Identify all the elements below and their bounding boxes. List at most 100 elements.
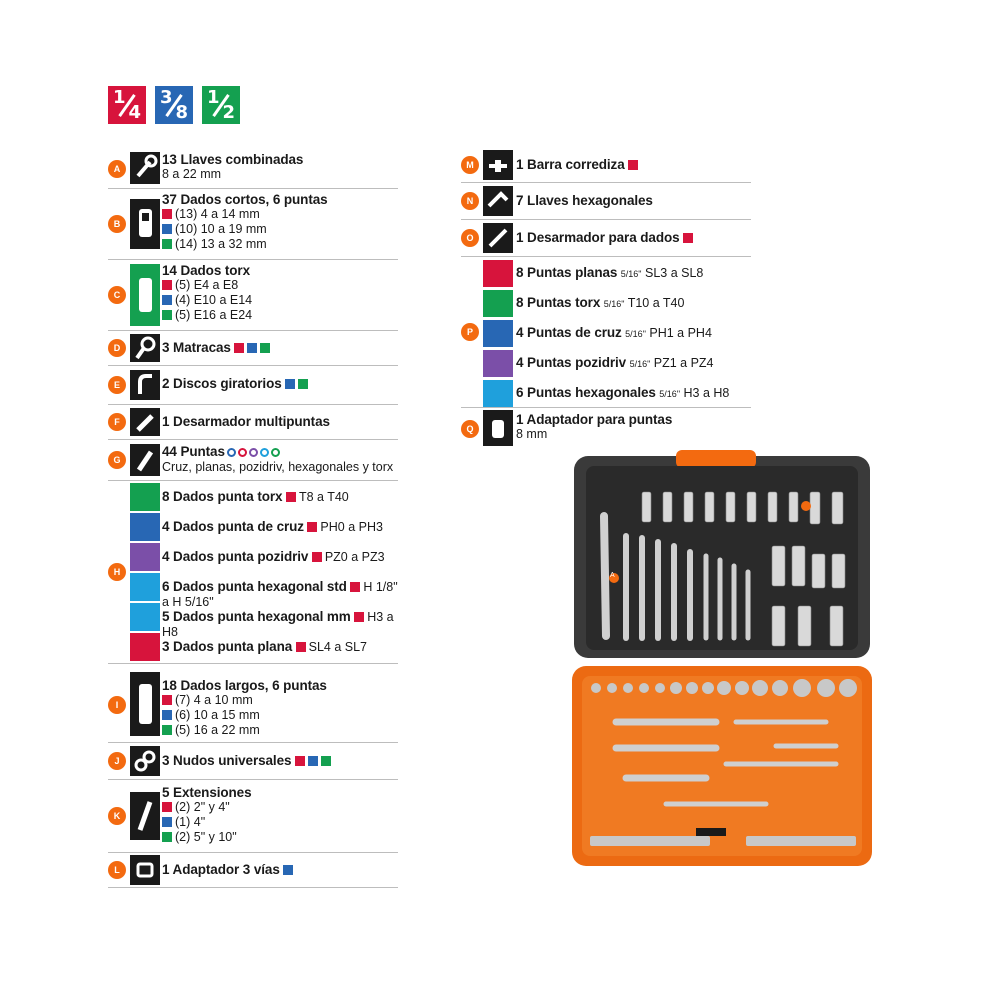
- item-spec: T10 a T40: [627, 296, 685, 310]
- item-letter-badge: P: [461, 323, 479, 341]
- item-letter-badge: J: [108, 752, 126, 770]
- item-spec: SL3 a SL8: [644, 266, 704, 280]
- phillips-bit-socket-icon: [130, 513, 160, 541]
- item-title: 44 Puntas: [162, 444, 225, 459]
- item-fraction: 5/16": [659, 389, 681, 399]
- item-j: J 3 Nudos universales: [108, 743, 398, 780]
- item-letter-badge: F: [108, 413, 126, 431]
- item-c: C 14 Dados torx (5) E4 a E8 (4) E10 a E1…: [108, 260, 398, 331]
- badge-denominator: 8: [175, 102, 188, 123]
- item-letter-badge: L: [108, 861, 126, 879]
- item-detail: (2) 5" y 10": [175, 830, 237, 844]
- item-spec: PZ0 a PZ3: [324, 550, 385, 564]
- item-title: 4 Dados punta pozidriv: [162, 549, 309, 564]
- deep-socket-icon: [130, 672, 160, 736]
- item-fraction: 5/16": [620, 269, 642, 279]
- item-i: I 18 Dados largos, 6 puntas (7) 4 a 10 m…: [108, 668, 398, 743]
- item-letter-badge: C: [108, 286, 126, 304]
- item-title: 3 Nudos universales: [162, 753, 292, 768]
- item-letter-badge: M: [461, 156, 479, 174]
- item-f: F 1 Desarmador multipuntas: [108, 405, 398, 440]
- item-title: 3 Dados punta plana: [162, 639, 293, 654]
- phillips-bit-icon: [483, 320, 513, 347]
- item-n: N 7 Llaves hexagonales: [461, 183, 751, 220]
- item-spec: H 1/8" a H 5/16": [162, 580, 398, 609]
- item-spec: PH1 a PH4: [649, 326, 712, 340]
- torx-socket-icon: [130, 264, 160, 326]
- item-title: 13 Llaves combinadas: [162, 152, 304, 167]
- item-letter-badge: O: [461, 229, 479, 247]
- item-spec: H3 a H8: [683, 386, 730, 400]
- item-spec: PH0 a PH3: [320, 520, 383, 534]
- item-detail: (5) E4 a E8: [175, 278, 239, 292]
- item-letter-badge: I: [108, 696, 126, 714]
- item-title: 4 Puntas pozidriv: [516, 355, 627, 370]
- item-letter-badge: N: [461, 192, 479, 210]
- item-title: 4 Dados punta de cruz: [162, 519, 304, 534]
- item-letter-badge: K: [108, 807, 126, 825]
- spinner-disc-icon: [130, 370, 160, 400]
- hex-bit-icon: [483, 380, 513, 407]
- item-title: 5 Dados punta hexagonal mm: [162, 609, 351, 624]
- item-spec: PZ1 a PZ4: [653, 356, 714, 370]
- item-title: 18 Dados largos, 6 puntas: [162, 678, 327, 693]
- item-g: G 44 Puntas Cruz, planas, pozidriv, hexa…: [108, 440, 398, 481]
- item-letter-badge: Q: [461, 420, 479, 438]
- item-detail: (7) 4 a 10 mm: [175, 693, 253, 707]
- item-h: H 8 Dados punta torx T8 a T40 4 Dados pu…: [108, 481, 398, 664]
- screwdriver-icon: [130, 408, 160, 436]
- item-spec: SL4 a SL7: [308, 640, 367, 654]
- nut-driver-icon: [483, 223, 513, 253]
- slotted-bit-socket-icon: [130, 633, 160, 661]
- item-title: 1 Barra corrediza: [516, 157, 625, 172]
- item-b: B 37 Dados cortos, 6 puntas (13) 4 a 14 …: [108, 189, 398, 260]
- pozidriv-bit-icon: [483, 350, 513, 377]
- item-q: Q 1 Adaptador para puntas 8 mm: [461, 408, 751, 448]
- hex-mm-bit-socket-icon: [130, 603, 160, 631]
- toolkit-case-image: A: [566, 446, 878, 882]
- left-item-list: A 13 Llaves combinadas 8 a 22 mm B 37 Da…: [108, 148, 398, 893]
- torx-bit-socket-icon: [130, 483, 160, 511]
- extension-bar-icon: [130, 792, 160, 840]
- bit-adapter-icon: [483, 410, 513, 446]
- item-title: 8 Puntas torx: [516, 295, 601, 310]
- drive-badge-three-eighths: 3 8: [155, 86, 193, 124]
- right-item-list: M 1 Barra corrediza N 7 Llaves hexagonal…: [461, 148, 751, 448]
- toolkit-case-drawing: [572, 450, 872, 866]
- universal-joint-icon: [130, 746, 160, 776]
- item-detail: (5) 16 a 22 mm: [175, 723, 260, 737]
- item-letter-badge: G: [108, 451, 126, 469]
- sliding-bar-icon: [483, 150, 513, 180]
- hex-key-icon: [483, 186, 513, 216]
- socket-icon: [130, 199, 160, 249]
- item-title: 14 Dados torx: [162, 263, 250, 278]
- item-detail: (2) 2" y 4": [175, 800, 230, 814]
- pozidriv-bit-socket-icon: [130, 543, 160, 571]
- item-title: 1 Desarmador multipuntas: [162, 414, 330, 429]
- wrench-icon: [130, 152, 160, 184]
- hex-bit-socket-icon: [130, 573, 160, 601]
- badge-numerator: 3: [160, 87, 173, 108]
- adapter-icon: [130, 855, 160, 885]
- item-title: 4 Puntas de cruz: [516, 325, 622, 340]
- item-spec: H3 a H8: [162, 610, 394, 639]
- item-a: A 13 Llaves combinadas 8 a 22 mm: [108, 148, 398, 189]
- item-detail: (14) 13 a 32 mm: [175, 237, 267, 251]
- item-l: L 1 Adaptador 3 vías: [108, 853, 398, 888]
- item-detail: (10) 10 a 19 mm: [175, 222, 267, 236]
- item-title: 8 Puntas planas: [516, 265, 618, 280]
- item-detail: (13) 4 a 14 mm: [175, 207, 260, 221]
- item-letter-badge: E: [108, 376, 126, 394]
- slotted-bit-icon: [483, 260, 513, 287]
- item-title: 6 Dados punta hexagonal std: [162, 579, 347, 594]
- badge-numerator: 1: [207, 87, 220, 108]
- torx-bit-icon: [483, 290, 513, 317]
- item-detail: (6) 10 a 15 mm: [175, 708, 260, 722]
- item-title: 1 Desarmador para dados: [516, 230, 680, 245]
- item-letter-badge: H: [108, 563, 126, 581]
- item-title: 7 Llaves hexagonales: [516, 193, 653, 208]
- item-k: K 5 Extensiones (2) 2" y 4" (1) 4" (2) 5…: [108, 780, 398, 853]
- item-title: 2 Discos giratorios: [162, 376, 282, 391]
- item-detail: 8 a 22 mm: [162, 167, 222, 181]
- item-title: 1 Adaptador 3 vías: [162, 862, 280, 877]
